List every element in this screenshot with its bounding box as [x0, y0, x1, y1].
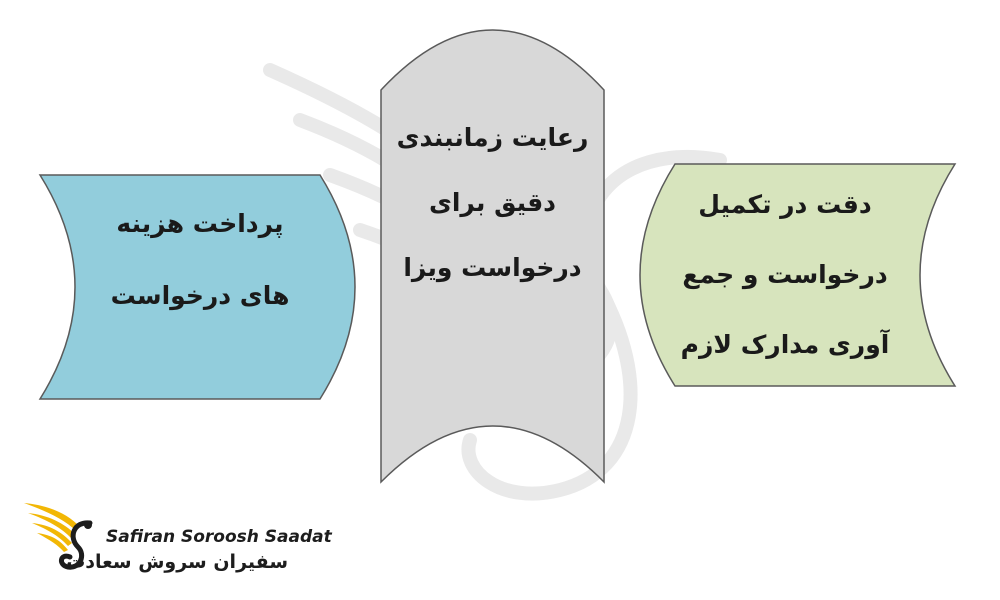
- box-schedule-line: دقیق برای: [428, 188, 557, 217]
- box-payment-text: پرداخت هزینه های درخواست: [75, 188, 325, 332]
- box-payment-line: پرداخت هزینه: [116, 209, 284, 238]
- box-accuracy-text: دقت در تکمیل درخواست و جمع آوری مدارک لا…: [660, 170, 910, 380]
- box-schedule-shape: [380, 29, 605, 484]
- box-accuracy-line: درخواست و جمع: [682, 260, 888, 289]
- box-payment-line: های درخواست: [110, 281, 290, 310]
- brand-name-en: Safiran Soroosh Saadat: [106, 527, 332, 547]
- bird-logo-icon: [24, 503, 93, 570]
- box-schedule-text: رعایت زمانبندی دقیق برای درخواست ویزا: [385, 105, 600, 300]
- box-schedule-line: درخواست ویزا: [403, 253, 582, 282]
- box-payment-shape: [38, 174, 356, 400]
- box-accuracy-line: دقت در تکمیل: [698, 190, 872, 219]
- box-accuracy-line: آوری مدارک لازم: [680, 330, 890, 359]
- brand-name-fa: سفیران سروش سعادت: [66, 551, 288, 573]
- brand-logo: Safiran Soroosh Saadat سفیران سروش سعادت: [22, 495, 332, 585]
- box-schedule-line: رعایت زمانبندی: [396, 123, 589, 152]
- box-accuracy-shape: [639, 163, 957, 387]
